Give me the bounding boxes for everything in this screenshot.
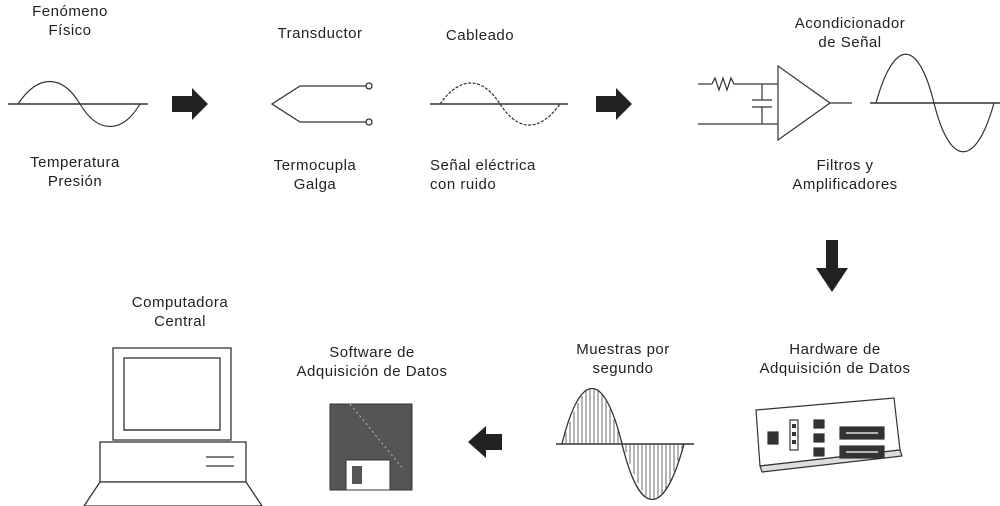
sampled-signal-wave (556, 387, 694, 501)
wiring-title: Cableado (445, 27, 515, 44)
noisy-signal-wave (430, 82, 568, 126)
transducer-title: Transductor (277, 25, 363, 42)
clean-signal-wave (870, 53, 1000, 153)
flow-arrow-2 (596, 88, 632, 120)
daq-software-title: Software de Adquisición de Datos (296, 344, 448, 380)
conditioner-title: Acondicionador de Señal (794, 15, 906, 51)
phenomenon-wave (8, 80, 148, 128)
samples-title: Muestras por segundo (576, 341, 670, 377)
flow-arrow-1 (172, 88, 208, 120)
thermocouple-icon (270, 82, 373, 126)
phenomenon-caption: Temperatura Presión (30, 154, 120, 190)
floppy-disk-icon (329, 403, 413, 491)
flow-arrow-left (468, 426, 502, 458)
daq-board-icon (755, 397, 903, 473)
phenomenon-title: Fenómeno Físico (32, 3, 108, 39)
conditioner-caption: Filtros y Amplificadores (792, 157, 898, 193)
computer-title: Computadora Central (131, 294, 229, 330)
computer-icon (83, 347, 263, 506)
sample-lines (565, 388, 683, 500)
flow-arrow-down (816, 240, 848, 292)
daq-hardware-title: Hardware de Adquisición de Datos (759, 341, 911, 377)
wiring-caption: Señal eléctrica con ruido (430, 157, 536, 193)
amplifier-icon (698, 64, 852, 142)
transducer-caption: Termocupla Galga (273, 157, 357, 193)
